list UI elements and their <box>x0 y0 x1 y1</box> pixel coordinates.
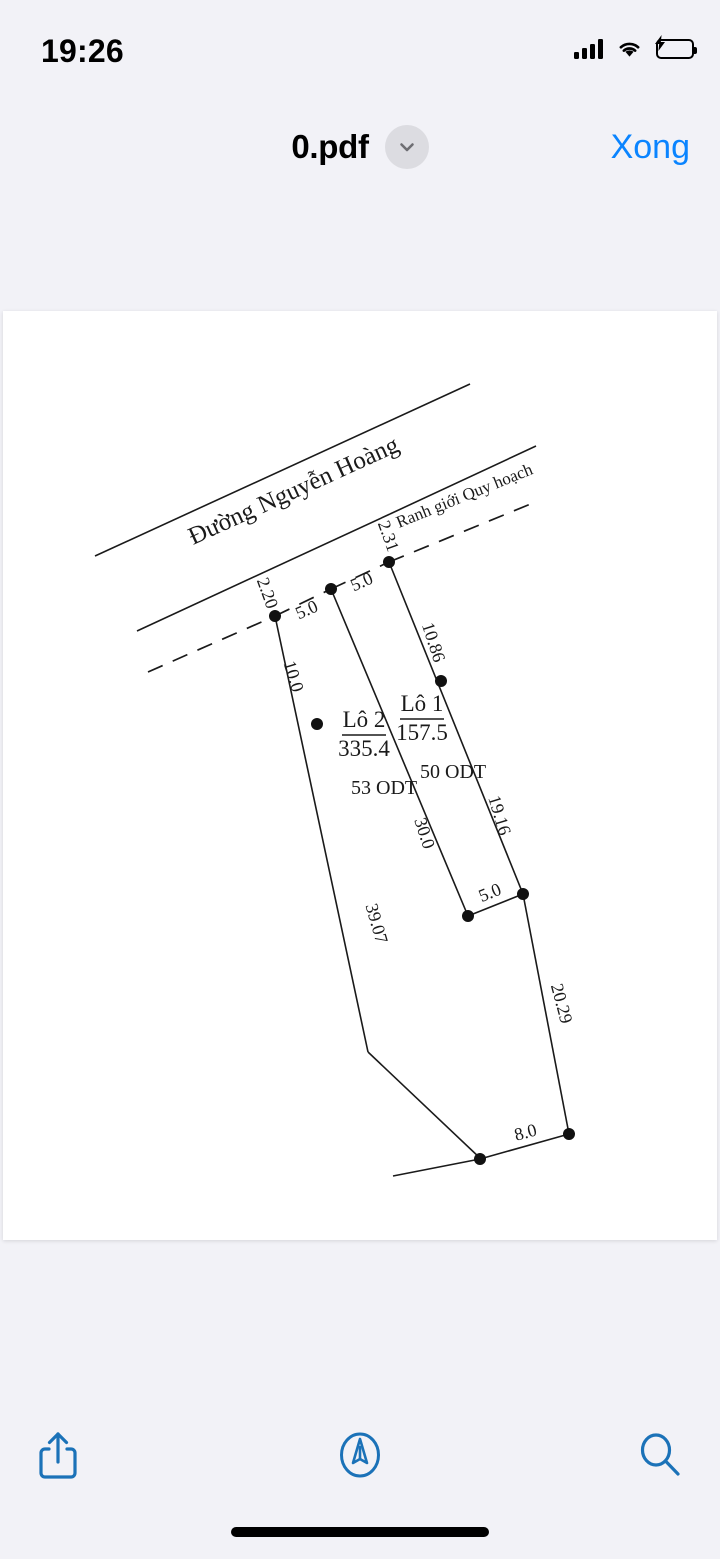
road-name-label: Đường Nguyễn Hoàng <box>184 431 403 550</box>
dimension-label-d-5-0-b: 5.0 <box>347 568 376 595</box>
bottom-toolbar <box>0 1392 720 1559</box>
status-bar: 19:26 <box>0 0 720 92</box>
bottom-road-line <box>392 1158 481 1177</box>
dimension-label-d-10-0: 10.0 <box>280 658 308 694</box>
lot1-lot2-shared-boundary <box>330 588 469 917</box>
lot1-right-boundary <box>388 561 524 895</box>
cellular-signal-icon <box>574 38 603 59</box>
dimension-label-d-5-0-c: 5.0 <box>476 879 504 906</box>
pdf-page[interactable]: Đường Nguyễn Hoàng Ranh giới Quy hoạch L… <box>3 311 717 1240</box>
wifi-icon <box>616 38 643 59</box>
vertex-dots <box>269 556 575 1165</box>
lot2-left-boundary <box>274 615 369 1053</box>
road-lower-edge <box>136 513 391 632</box>
lot2-name: Lô 2 <box>343 707 386 732</box>
page-title: 0.pdf <box>291 128 369 165</box>
planning-boundary-label: Ranh giới Quy hoạch <box>393 459 535 531</box>
dimension-label-d-5-0-a: 5.0 <box>292 596 321 623</box>
lot2-area: 335.4 <box>338 736 390 761</box>
lot1-bottom-edge <box>467 893 524 917</box>
markup-button[interactable] <box>314 1410 406 1502</box>
status-bar-time: 19:26 <box>41 33 124 69</box>
dimension-label-d-39-07: 39.07 <box>362 901 392 945</box>
search-icon <box>636 1431 684 1482</box>
dimension-label-d-10-86: 10.86 <box>418 620 450 665</box>
search-button[interactable] <box>614 1410 706 1502</box>
dimension-label-d-8-0: 8.0 <box>512 1120 539 1145</box>
dimension-label-d-19-16: 19.16 <box>484 793 515 838</box>
dimension-label-d-2-20: 2.20 <box>253 575 283 611</box>
land-plot-diagram: Đường Nguyễn Hoàng Ranh giới Quy hoạch L… <box>94 383 577 1177</box>
share-button[interactable] <box>12 1410 104 1502</box>
lower-parcel-right-boundary <box>522 893 570 1135</box>
lot1-label-group: Lô 1 157.5 <box>396 691 448 745</box>
road-upper-edge <box>94 383 471 557</box>
home-indicator <box>231 1527 489 1537</box>
lot1-code: 50 ODT <box>420 761 486 783</box>
dimension-label-d-30-0: 30.0 <box>410 815 439 851</box>
navigation-bar: 0.pdf Xong <box>0 92 720 202</box>
lot1-area: 157.5 <box>396 720 448 745</box>
battery-charging-icon <box>655 34 697 59</box>
navbar-title-group: 0.pdf <box>0 92 720 202</box>
road-lower-edge-left <box>137 617 276 630</box>
status-bar-icons <box>574 34 697 59</box>
lot2-bottom-boundary <box>367 1051 482 1160</box>
lower-parcel-bottom-edge <box>479 1133 570 1160</box>
dimension-label-d-20-29: 20.29 <box>547 981 577 1025</box>
lot1-name: Lô 1 <box>401 691 444 716</box>
pdf-scroll-area[interactable]: Đường Nguyễn Hoàng Ranh giới Quy hoạch L… <box>0 202 720 1392</box>
road-lower-edge-right <box>389 445 537 515</box>
planning-boundary-dashed-line <box>147 502 534 673</box>
done-button[interactable]: Xong <box>611 92 690 202</box>
lot2-label-group: Lô 2 335.4 <box>338 707 390 761</box>
markup-pen-icon <box>334 1429 386 1484</box>
share-icon <box>36 1430 80 1483</box>
chevron-down-icon[interactable] <box>384 125 429 169</box>
lot2-code: 53 ODT <box>351 777 417 799</box>
